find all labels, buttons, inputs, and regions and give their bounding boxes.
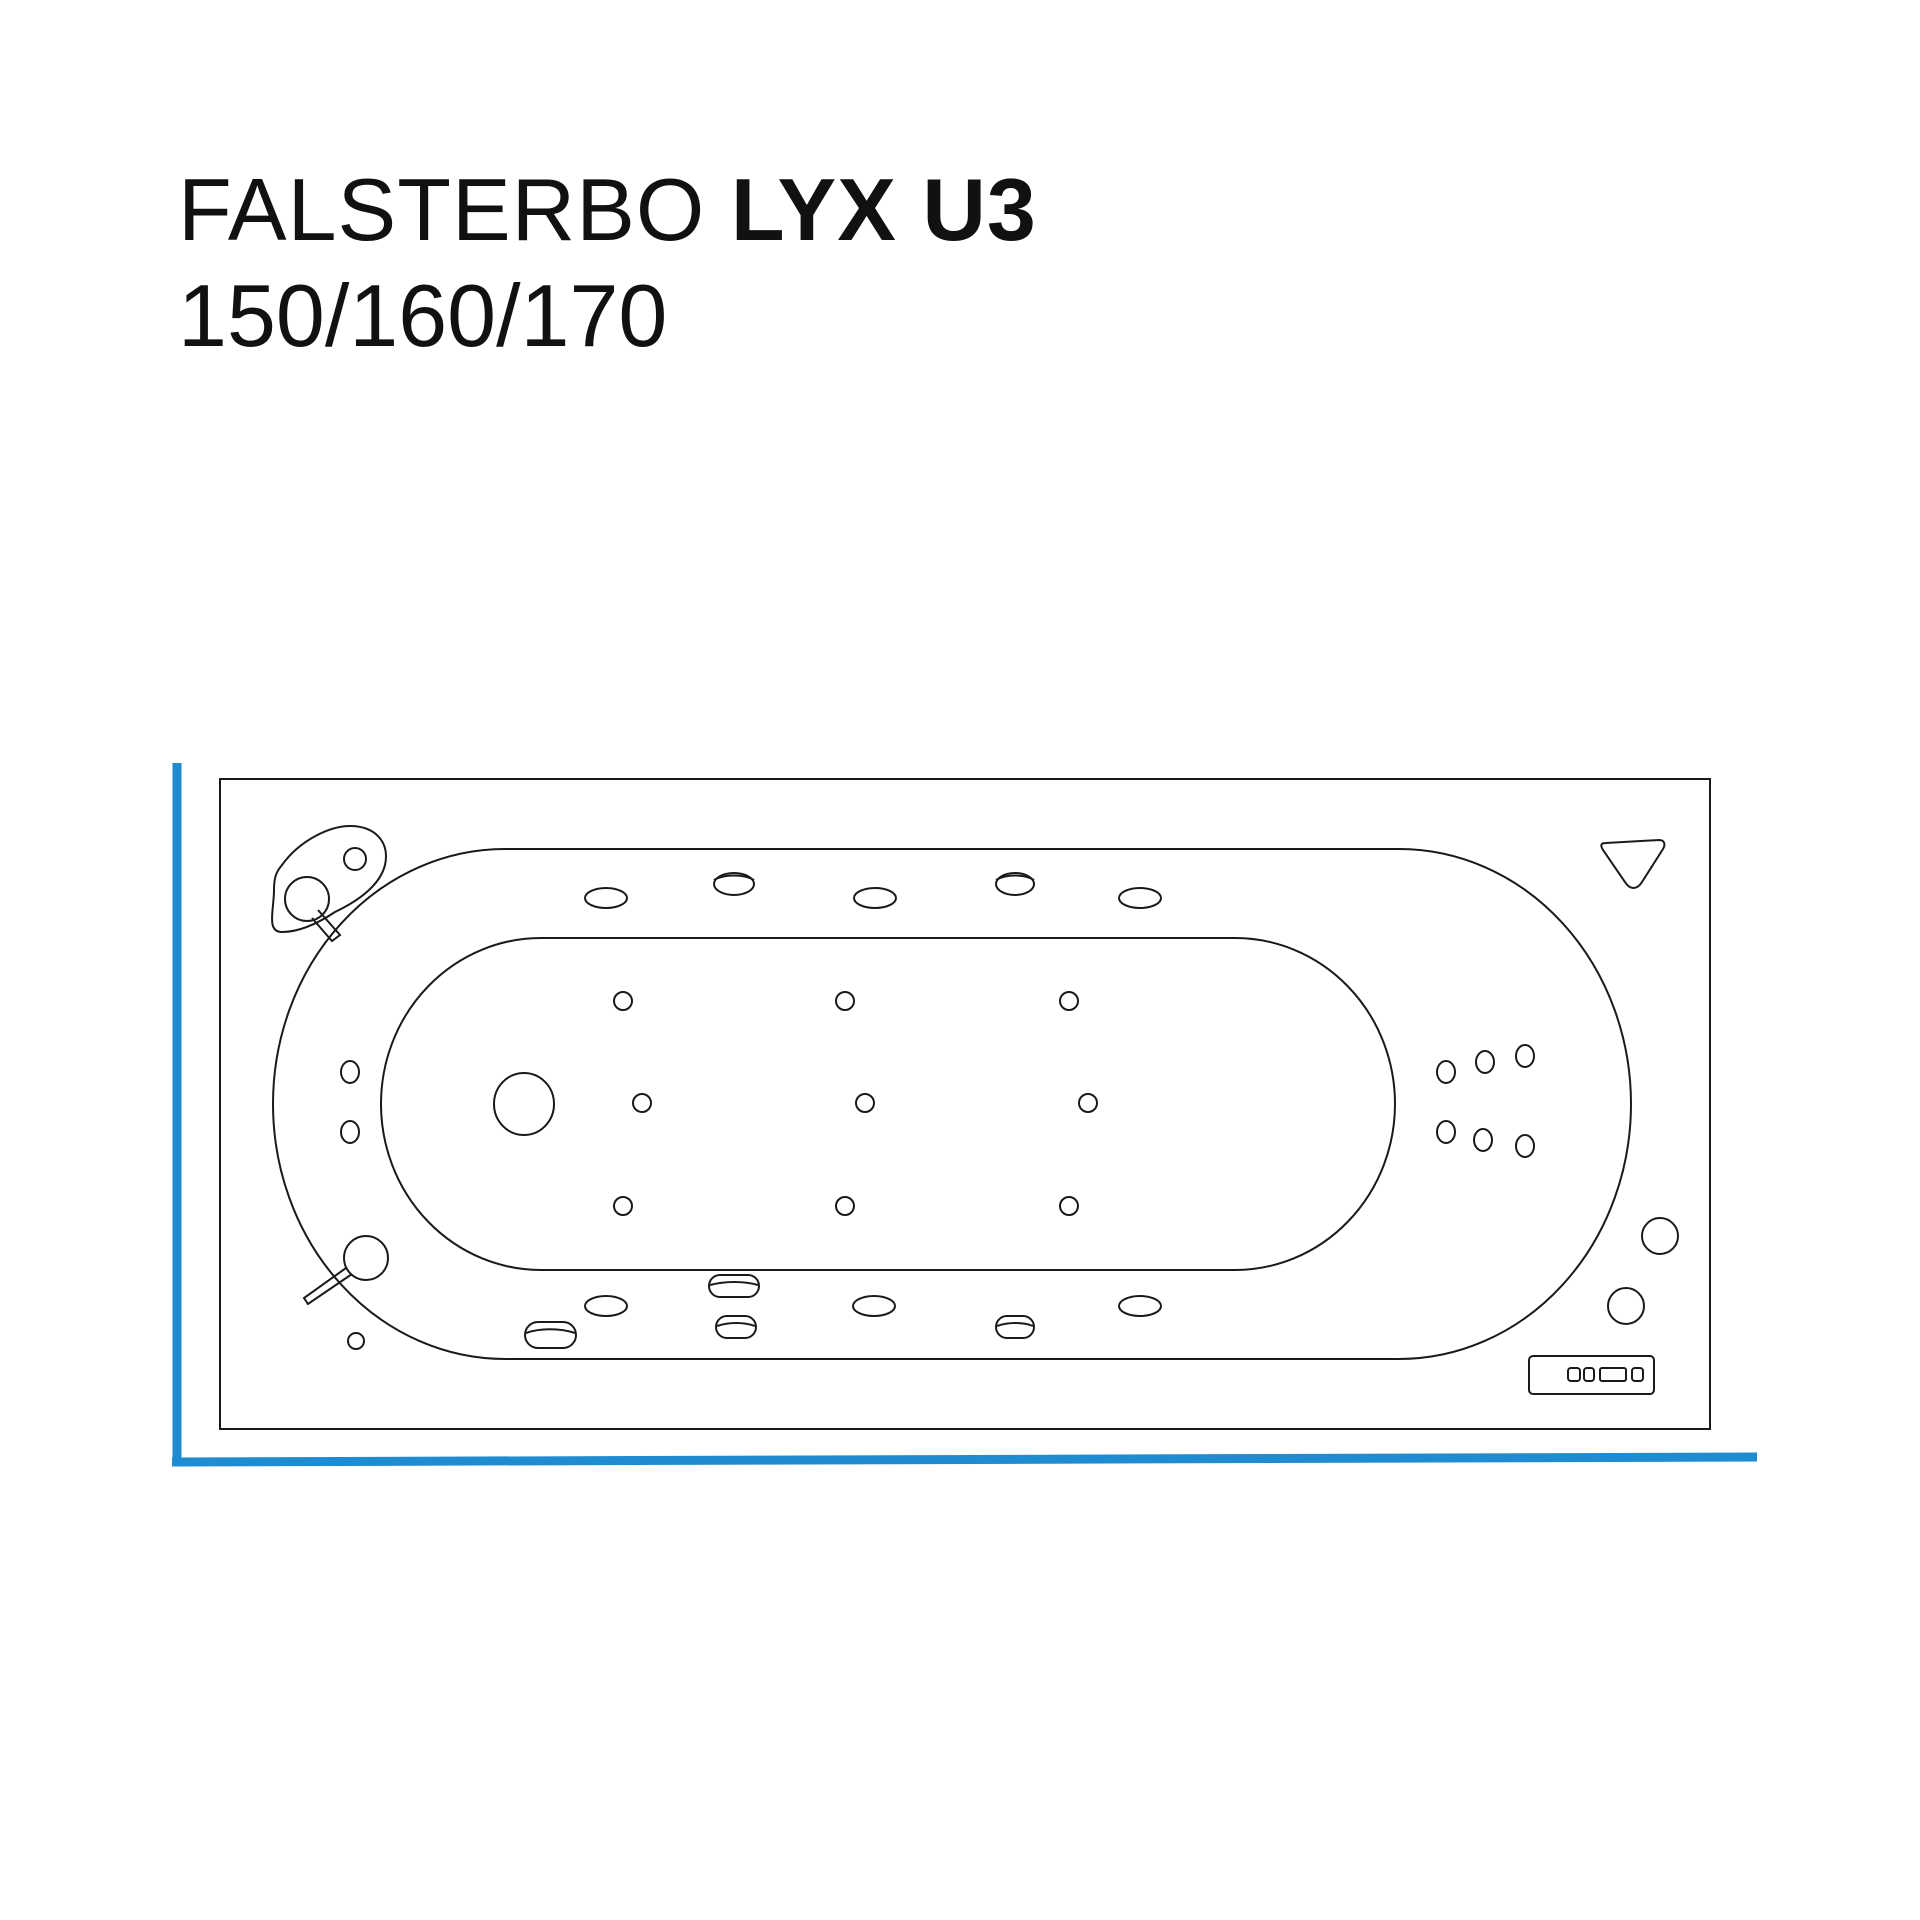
product-title-regular: FALSTERBO: [178, 160, 706, 259]
end-jet-left-upper: [340, 1060, 360, 1084]
overflow-small-bottom-left: [347, 1332, 365, 1350]
handshower-right-upper: [1641, 1217, 1679, 1255]
basin-drain: [493, 1072, 555, 1136]
rim-jets-top: [584, 872, 1162, 909]
handshower-right-lower: [1607, 1287, 1645, 1325]
rim-jets-bottom: [524, 1274, 1162, 1349]
tub-basin-inner: [380, 937, 1396, 1271]
product-sizes: 150/160/170: [178, 266, 668, 365]
bottom-jets: [613, 991, 1098, 1216]
product-title-bold: LYX U3: [730, 160, 1037, 259]
control-panel: [1528, 1355, 1655, 1395]
end-jets-right: [1436, 1044, 1535, 1158]
tub-basin-outer: [272, 848, 1632, 1360]
drain-lever-bottom-left: [302, 1235, 389, 1306]
faucet-top-left: [271, 824, 387, 943]
wall-bottom: [171, 1452, 1758, 1467]
headrest-top-right: [1600, 838, 1666, 889]
tub-outer-rim: [219, 778, 1711, 1430]
product-title: FALSTERBO LYX U3: [178, 160, 1037, 260]
end-jet-left-lower: [340, 1120, 360, 1144]
title-block: FALSTERBO LYX U3 150/160/170: [178, 160, 1037, 366]
wall-lines: [171, 763, 1758, 1467]
